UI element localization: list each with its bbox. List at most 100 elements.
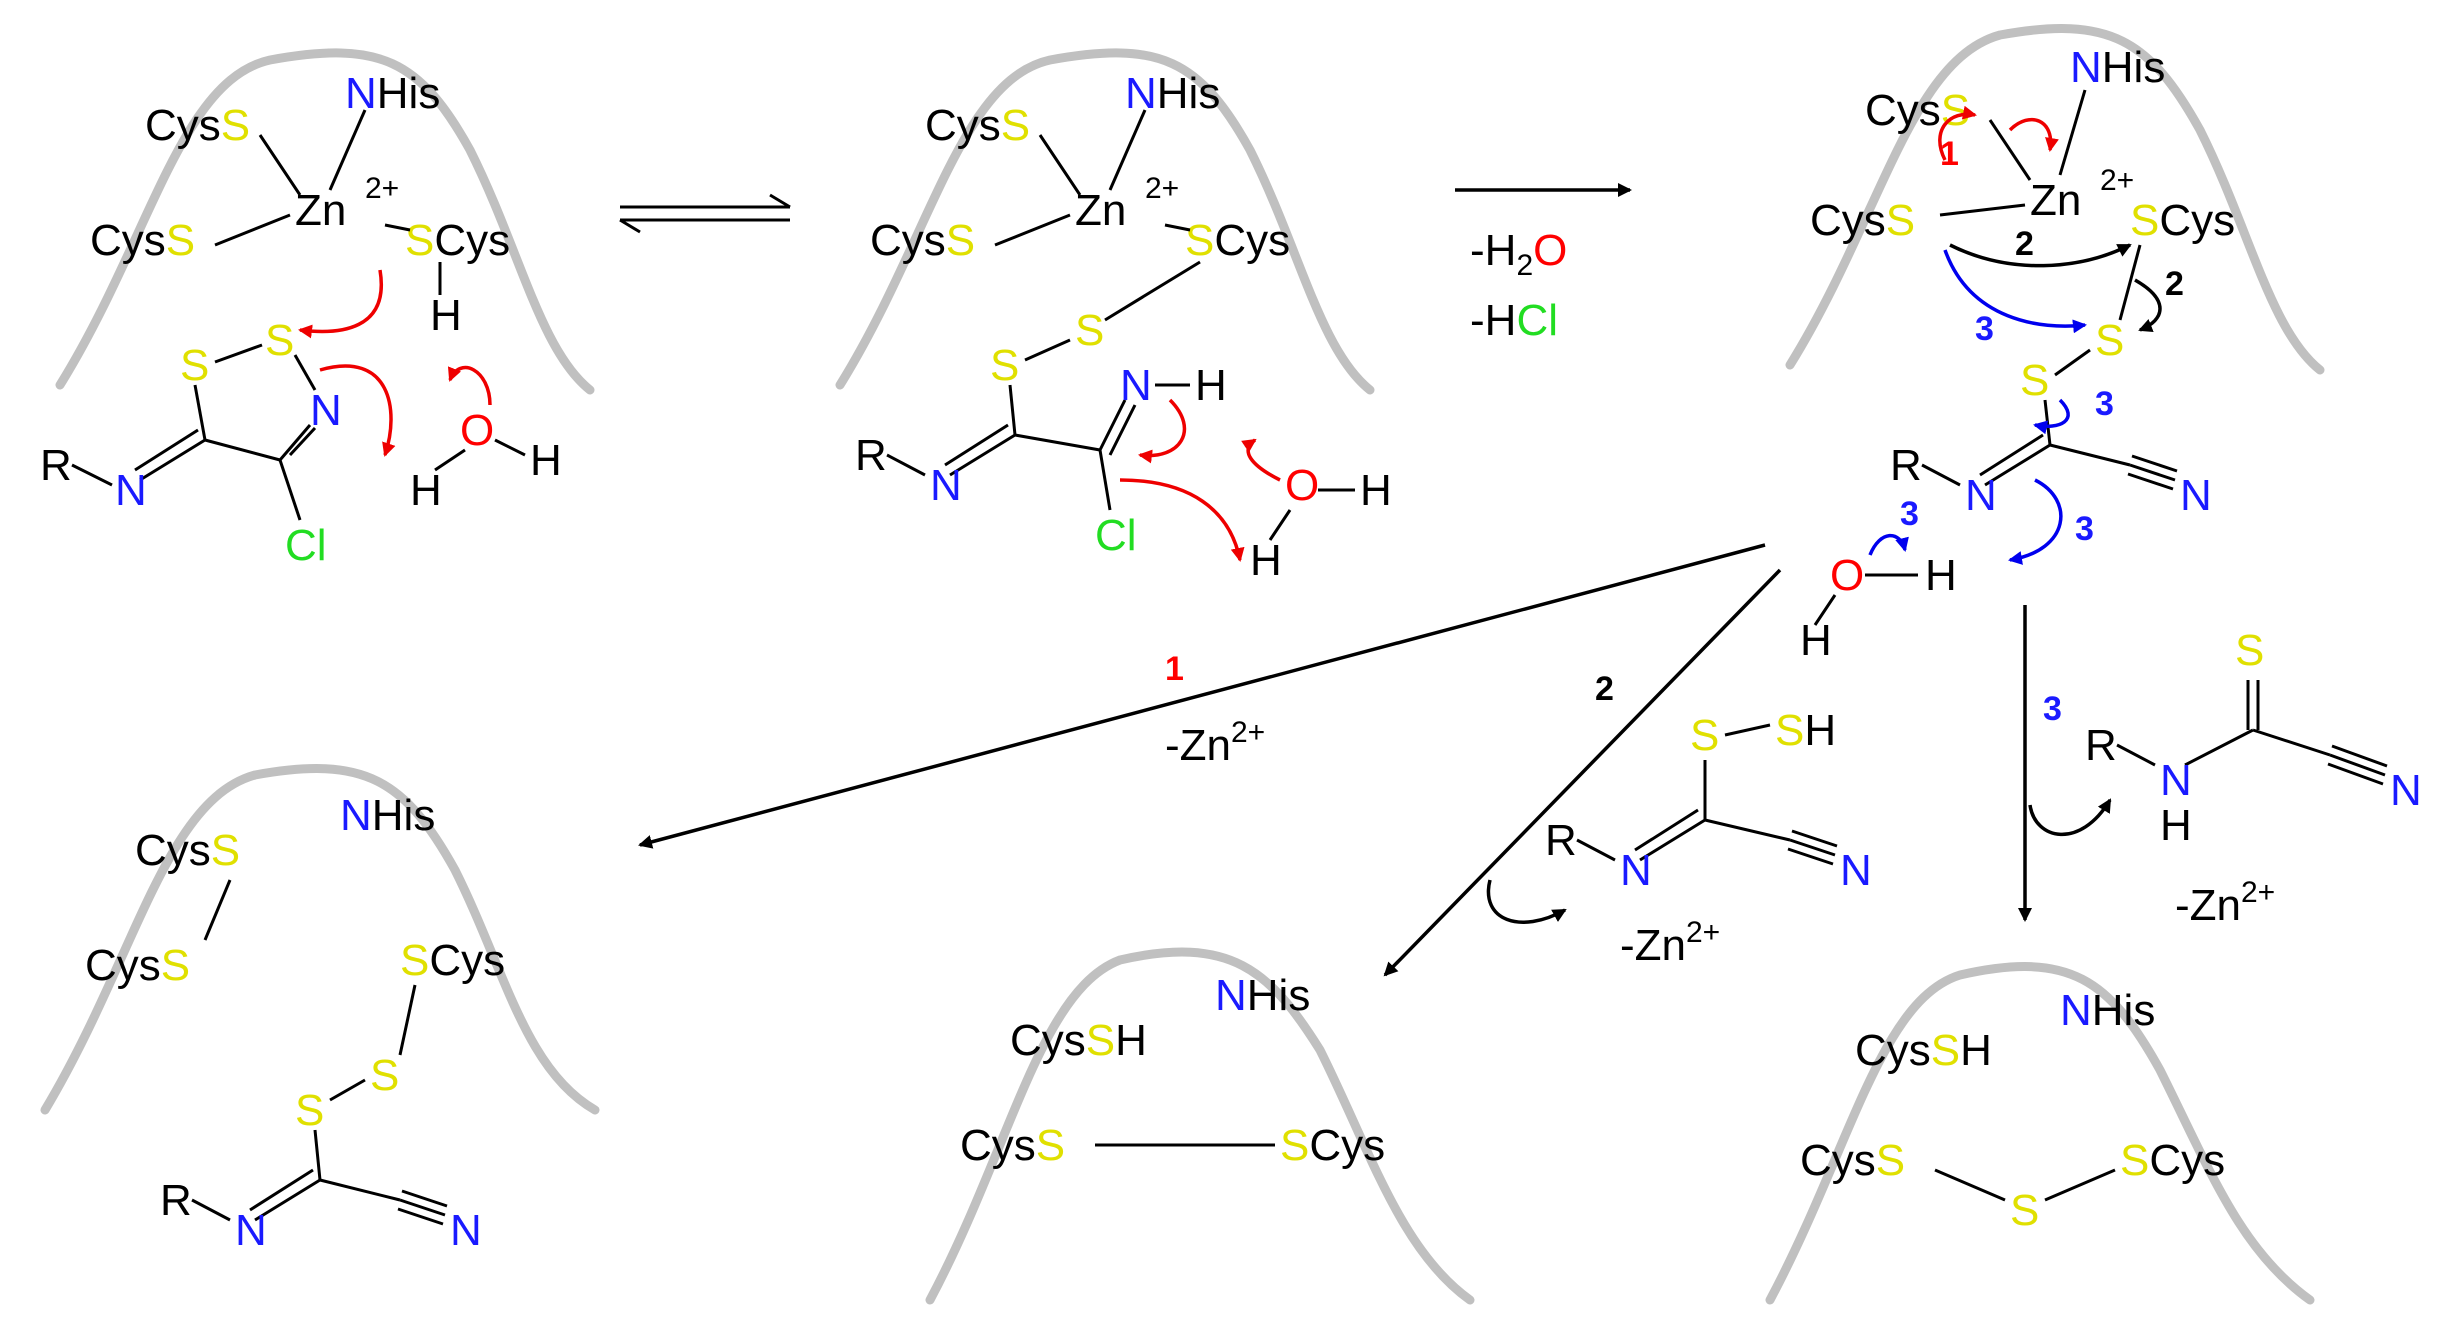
svg-text:-Zn2+: -Zn2+ (1165, 716, 1265, 770)
svg-text:S: S (370, 1051, 399, 1100)
svg-text:N: N (310, 386, 342, 435)
svg-text:SH: SH (1775, 706, 1836, 755)
protein-pocket-5 (925, 947, 1475, 1305)
svg-text:2: 2 (1595, 670, 1614, 708)
svg-text:H: H (410, 466, 442, 515)
svg-text:S: S (265, 316, 294, 365)
svg-text:Zn: Zn (295, 186, 346, 235)
svg-text:3: 3 (1900, 495, 1919, 533)
svg-text:3: 3 (1975, 310, 1994, 348)
svg-text:CysS: CysS (85, 941, 190, 990)
svg-text:NHis: NHis (2070, 43, 2165, 92)
svg-text:R: R (160, 1176, 192, 1225)
svg-text:3: 3 (2075, 510, 2094, 548)
svg-text:CysS: CysS (1800, 1136, 1905, 1185)
svg-text:H: H (1360, 466, 1392, 515)
svg-text:N: N (2180, 471, 2212, 520)
svg-text:S: S (990, 341, 1019, 390)
svg-text:S: S (2010, 1186, 2039, 1235)
svg-text:CysS: CysS (1865, 86, 1970, 135)
svg-text:N: N (2160, 756, 2192, 805)
svg-text:NHis: NHis (340, 791, 435, 840)
svg-text:-H2O: -H2O (1470, 226, 1567, 282)
svg-text:CysS: CysS (1810, 196, 1915, 245)
svg-text:N: N (1620, 846, 1652, 895)
svg-text:S: S (1075, 306, 1104, 355)
svg-text:H: H (1250, 536, 1282, 585)
svg-text:R: R (855, 431, 887, 480)
svg-text:CysSH: CysSH (1010, 1016, 1147, 1065)
svg-text:Zn: Zn (2030, 176, 2081, 225)
svg-text:H: H (1925, 551, 1957, 600)
svg-text:CysS: CysS (925, 101, 1030, 150)
svg-text:SCys: SCys (2120, 1136, 2225, 1185)
svg-text:S: S (295, 1086, 324, 1135)
svg-text:S: S (2095, 316, 2124, 365)
svg-text:CysS: CysS (960, 1121, 1065, 1170)
svg-text:SCys: SCys (1185, 216, 1290, 265)
svg-text:O: O (1285, 461, 1319, 510)
svg-text:CysS: CysS (870, 216, 975, 265)
svg-text:CysS: CysS (135, 826, 240, 875)
svg-text:R: R (1890, 441, 1922, 490)
pathway-2-arrow: 2 (1383, 568, 1782, 977)
forward-arrow: -H2O -HCl (1455, 183, 1632, 345)
svg-text:2+: 2+ (1145, 172, 1179, 205)
svg-text:-HCl: -HCl (1470, 296, 1558, 345)
svg-text:N: N (2390, 766, 2422, 815)
product-pathway-3: CysSH NHis CysS S SCys (1800, 986, 2225, 1235)
svg-text:H: H (430, 291, 462, 340)
equilibrium-arrow (619, 193, 791, 234)
pathway-1-arrow: 1 -Zn2+ (638, 543, 1766, 849)
svg-text:S: S (180, 341, 209, 390)
svg-text:-Zn2+: -Zn2+ (2175, 876, 2275, 930)
svg-text:CysSH: CysSH (1855, 1026, 1992, 1075)
svg-text:R: R (40, 441, 72, 490)
svg-text:2+: 2+ (365, 172, 399, 205)
svg-text:SCys: SCys (1280, 1121, 1385, 1170)
svg-text:3: 3 (2043, 690, 2062, 728)
svg-text:Cl: Cl (1095, 511, 1137, 560)
product-pathway-1: CysS NHis CysS SCys S S N R N (85, 791, 505, 1255)
protein-pocket-2 (835, 48, 1375, 395)
svg-text:SCys: SCys (400, 936, 505, 985)
svg-text:S: S (2235, 626, 2264, 675)
svg-text:N: N (115, 466, 147, 515)
svg-text:H: H (2160, 801, 2192, 850)
svg-text:N: N (1840, 846, 1872, 895)
protein-pocket-6 (1765, 962, 2315, 1305)
svg-text:S: S (1690, 711, 1719, 760)
protein-pocket-3 (1785, 24, 2325, 375)
svg-text:H: H (530, 436, 562, 485)
svg-text:1: 1 (1940, 135, 1959, 173)
svg-text:S: S (2020, 356, 2049, 405)
svg-text:-Zn2+: -Zn2+ (1620, 916, 1720, 970)
svg-text:NHis: NHis (1215, 971, 1310, 1020)
structure-disulfide-intermediate: CysS NHis CysS Zn 2+ SCys S S N R N H Cl… (855, 69, 1392, 585)
svg-text:2+: 2+ (2100, 164, 2134, 197)
structure-branch-intermediate: CysS NHis CysS Zn 2+ SCys S S N R N O H … (1800, 43, 2235, 665)
svg-text:NHis: NHis (345, 69, 440, 118)
svg-text:Cl: Cl (285, 521, 327, 570)
svg-text:CysS: CysS (90, 216, 195, 265)
svg-text:Zn: Zn (1075, 186, 1126, 235)
svg-text:3: 3 (2095, 385, 2114, 423)
svg-text:SCys: SCys (405, 216, 510, 265)
svg-text:R: R (1545, 816, 1577, 865)
svg-text:CysS: CysS (145, 101, 250, 150)
protein-pocket-4 (40, 764, 600, 1115)
released-thiol-byproduct: S SH N R N -Zn2+ (1545, 706, 1872, 970)
svg-text:N: N (1965, 471, 1997, 520)
svg-text:SCys: SCys (2130, 196, 2235, 245)
svg-text:N: N (450, 1206, 482, 1255)
svg-text:O: O (1830, 551, 1864, 600)
svg-text:N: N (1120, 361, 1152, 410)
product-pathway-2: CysSH NHis CysS SCys (960, 971, 1385, 1170)
svg-text:N: N (930, 461, 962, 510)
svg-text:R: R (2085, 721, 2117, 770)
svg-text:N: N (235, 1206, 267, 1255)
released-thioamide-byproduct: S N H R N -Zn2+ (2085, 626, 2422, 930)
svg-text:NHis: NHis (2060, 986, 2155, 1035)
svg-text:1: 1 (1165, 650, 1184, 688)
